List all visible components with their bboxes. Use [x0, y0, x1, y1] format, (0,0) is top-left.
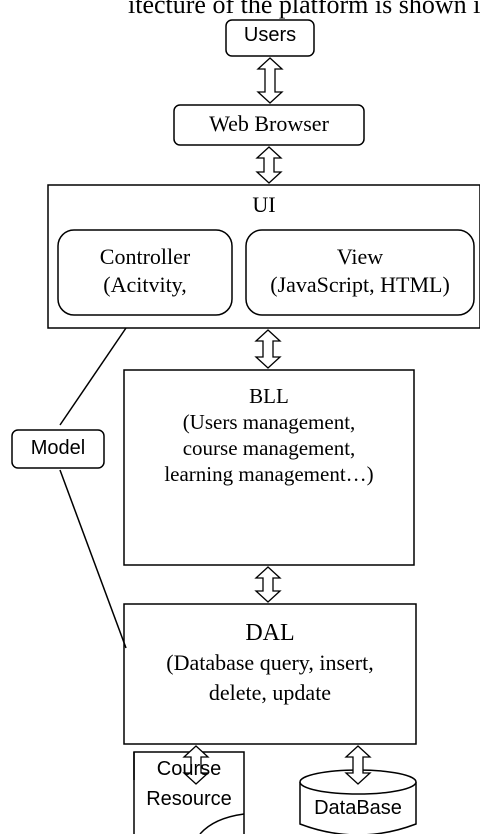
dal-line-1: (Database query, insert,: [166, 650, 374, 675]
database-cylinder: [299, 782, 417, 834]
bll-box: [123, 369, 415, 566]
view-detail: (JavaScript, HTML): [270, 272, 450, 297]
controller-detail: (Acitvity,: [103, 272, 187, 297]
bll-line-1: (Users management,: [182, 410, 356, 434]
model-box: [11, 429, 105, 469]
users-label: Users: [243, 24, 297, 46]
arrow-browser-ui: [255, 146, 283, 184]
model-label: Model: [30, 437, 86, 459]
view-label: View: [336, 244, 384, 269]
ui-title: UI: [252, 192, 276, 217]
users-box: [225, 19, 315, 57]
bll-line-2: course management,: [182, 436, 356, 460]
arrow-bll-dal: [254, 566, 282, 603]
web-browser-box: [173, 104, 365, 146]
course-resource-wave: [199, 813, 245, 834]
model-line-to-dal: [59, 469, 127, 649]
model-line-to-ui: [59, 327, 127, 426]
controller-label: Controller: [99, 244, 191, 269]
arrow-users-browser: [256, 57, 284, 104]
dal-title: DAL: [245, 620, 295, 646]
arrow-dal-database: [344, 745, 372, 785]
dal-box: [123, 603, 417, 745]
view-box: [245, 229, 475, 316]
bll-line-3: learning management…): [164, 462, 374, 486]
arrows-group: [182, 57, 372, 785]
arrow-ui-bll: [254, 329, 282, 369]
controller-box: [57, 229, 233, 316]
course-resource-label-2: Resource: [146, 788, 232, 810]
database-label: DataBase: [314, 797, 402, 819]
web-browser-label: Web Browser: [209, 111, 329, 136]
course-resource-label-1: Course: [156, 758, 222, 780]
dal-line-2: delete, update: [208, 680, 332, 705]
header-fragment: itecture of the platform is shown in: [128, 0, 480, 19]
arrow-dal-resource: [182, 745, 210, 785]
bll-title: BLL: [249, 384, 289, 408]
